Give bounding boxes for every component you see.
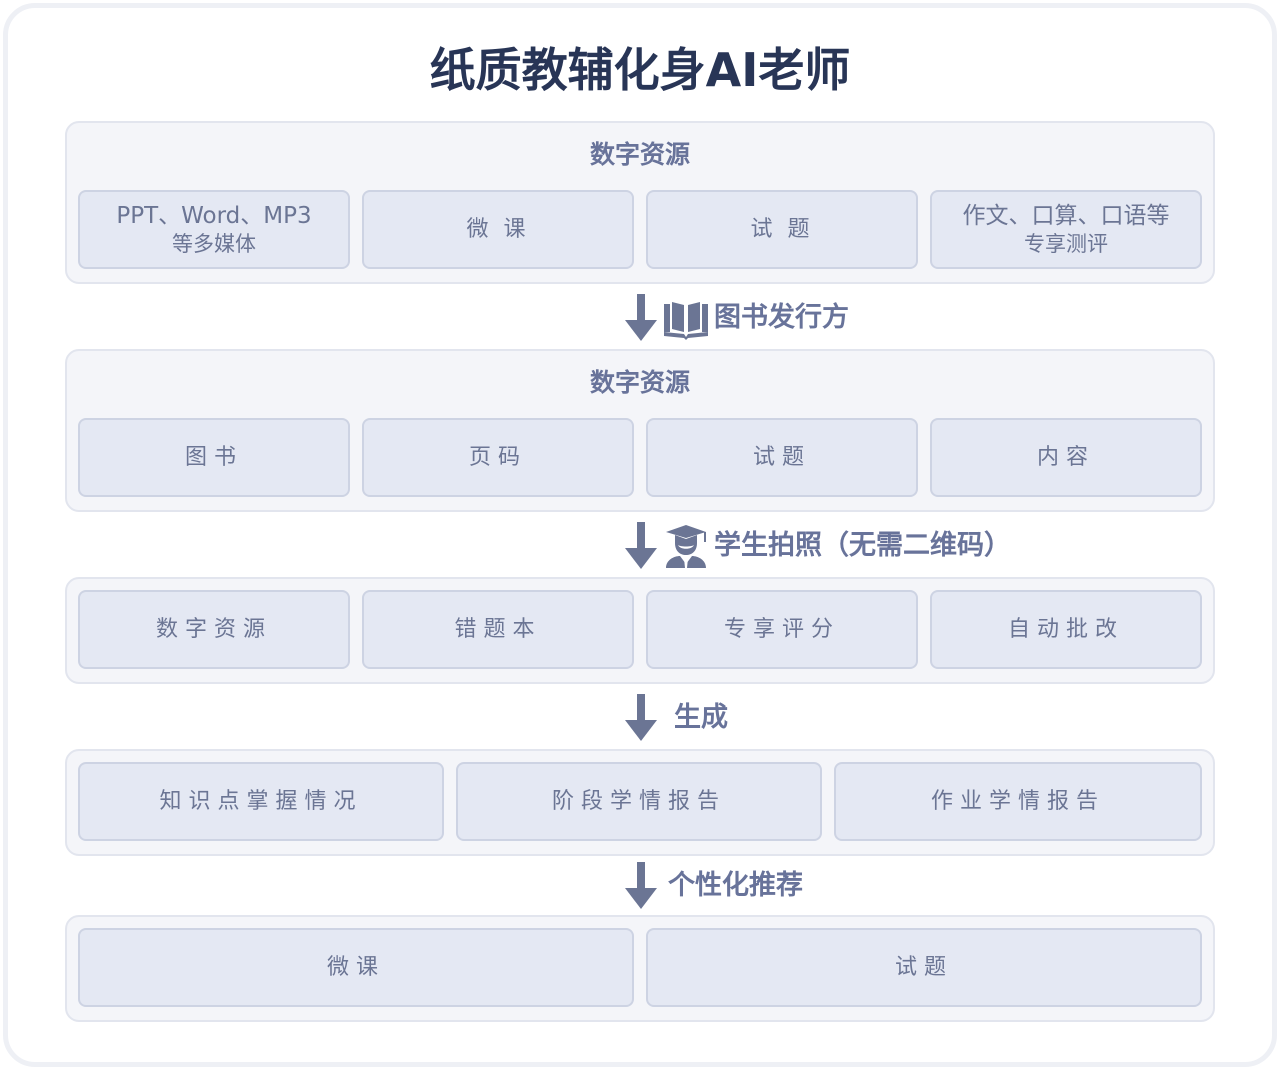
flow-step-student-photo: 学生拍照（无需二维码） <box>624 522 1011 570</box>
arrow-down-icon <box>625 694 657 741</box>
box-content: 内容 <box>930 418 1202 497</box>
box-exclusive-assessment: 作文、口算、口语等 专享测评 <box>930 190 1202 269</box>
box-multimedia: PPT、Word、MP3 等多媒体 <box>78 190 350 269</box>
panel-title: 数字资源 <box>589 368 690 397</box>
box-label: 数字资源 <box>155 616 272 642</box>
box-knowledge-mastery: 知识点掌握情况 <box>78 762 444 841</box>
box-test-questions: 试 题 <box>646 190 918 269</box>
box-label: 专享评分 <box>723 616 840 642</box>
box-line-1: 作文、口算、口语等 <box>962 202 1170 229</box>
box-label: 微课 <box>326 954 385 980</box>
box-line-2: 专享测评 <box>1024 231 1108 256</box>
arrow-down-icon <box>625 294 657 341</box>
box-label: 知识点掌握情况 <box>159 788 363 814</box>
panel-title: 数字资源 <box>589 140 690 169</box>
box-exclusive-scoring: 专享评分 <box>646 590 918 669</box>
box-label: 内容 <box>1036 444 1095 470</box>
box-line-1: PPT、Word、MP3 <box>116 202 312 229</box>
arrow-down-icon <box>625 862 657 909</box>
box-label: 页码 <box>468 444 527 470</box>
flow-label: 图书发行方 <box>714 302 849 333</box>
box-digital-resources: 数字资源 <box>78 590 350 669</box>
flow-step-generate: 生成 <box>624 694 728 742</box>
box-label: 试题 <box>894 954 953 980</box>
box-label: 试 题 <box>750 216 814 242</box>
box-label: 试题 <box>752 444 811 470</box>
box-label: 自动批改 <box>1007 616 1124 642</box>
diagram-title: 纸质教辅化身AI老师 <box>429 43 851 97</box>
open-book-icon <box>664 302 708 340</box>
box-auto-grading: 自动批改 <box>930 590 1202 669</box>
box-label: 微 课 <box>466 216 530 242</box>
box-label: 作业学情报告 <box>930 788 1105 814</box>
box-label: 阶段学情报告 <box>551 788 726 814</box>
box-label: 图书 <box>184 444 243 470</box>
flow-label: 生成 <box>674 702 728 733</box>
box-book: 图书 <box>78 418 350 497</box>
box-test-questions-rec: 试题 <box>646 928 1202 1007</box>
flow-label: 学生拍照（无需二维码） <box>714 530 1011 561</box>
box-line-2: 等多媒体 <box>172 231 256 256</box>
box-micro-lesson: 微 课 <box>362 190 634 269</box>
box-page-number: 页码 <box>362 418 634 497</box>
box-question: 试题 <box>646 418 918 497</box>
box-stage-report: 阶段学情报告 <box>456 762 822 841</box>
box-micro-lesson-rec: 微课 <box>78 928 634 1007</box>
flow-step-publisher: 图书发行方 <box>624 294 849 342</box>
flow-step-recommend: 个性化推荐 <box>624 862 803 910</box>
box-mistake-book: 错题本 <box>362 590 634 669</box>
flow-label: 个性化推荐 <box>668 870 803 901</box>
graduate-student-icon <box>666 525 706 568</box>
box-label: 错题本 <box>454 616 542 642</box>
arrow-down-icon <box>625 522 657 569</box>
box-homework-report: 作业学情报告 <box>834 762 1202 841</box>
